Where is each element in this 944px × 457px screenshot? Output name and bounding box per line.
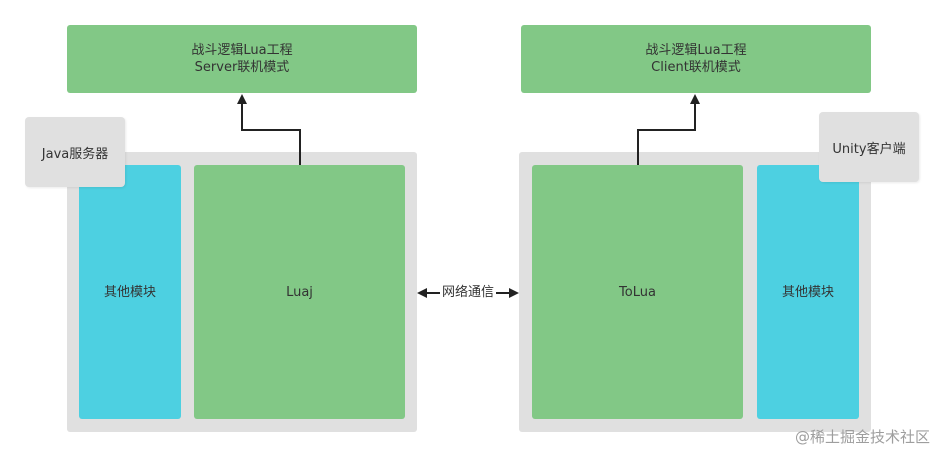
watermark: @稀土掘金技术社区 xyxy=(794,428,930,446)
left-other-module-label: 其他模块 xyxy=(103,284,156,300)
right-top-line1: 战斗逻辑Lua工程 xyxy=(645,43,747,58)
left-other-module: 其他模块 xyxy=(79,165,181,419)
right-engine-tolua: ToLua xyxy=(532,165,743,419)
left-engine-luaj: Luaj xyxy=(194,165,405,419)
right-other-module-label: 其他模块 xyxy=(781,284,834,300)
right-top-box: 战斗逻辑Lua工程 Client联机模式 xyxy=(521,25,871,93)
right-engine-label: ToLua xyxy=(619,284,656,300)
right-top-line2: Client联机模式 xyxy=(651,60,741,75)
unity-client-label-text: Unity客户端 xyxy=(832,141,906,157)
right-other-module: 其他模块 xyxy=(757,165,859,419)
left-engine-label: Luaj xyxy=(286,284,313,300)
java-server-label: Java服务器 xyxy=(25,117,125,187)
left-top-line2: Server联机模式 xyxy=(194,60,290,75)
left-top-line1: 战斗逻辑Lua工程 xyxy=(191,43,293,58)
unity-client-label: Unity客户端 xyxy=(819,112,919,182)
left-top-box: 战斗逻辑Lua工程 Server联机模式 xyxy=(67,25,417,93)
network-label: 网络通信 xyxy=(440,284,496,302)
java-server-label-text: Java服务器 xyxy=(41,146,109,162)
